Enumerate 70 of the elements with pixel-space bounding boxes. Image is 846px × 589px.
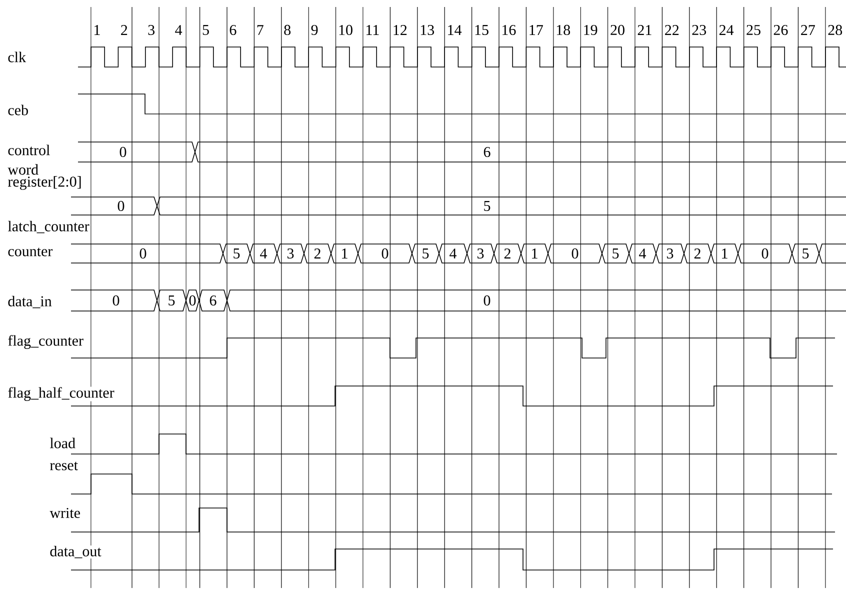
- bus-value: 0: [760, 248, 770, 259]
- bus-value: 0: [118, 146, 128, 158]
- bus-value: 5: [801, 248, 810, 259]
- cycle-number: 19: [582, 24, 598, 36]
- signal-name: reset: [49, 461, 78, 471]
- bus-value: 5: [167, 295, 176, 306]
- bus-value: 3: [286, 248, 295, 259]
- bus-value: 2: [313, 248, 322, 259]
- bus-value: 1: [340, 248, 349, 259]
- cycle-number: 17: [528, 24, 544, 36]
- signal-name: ceb: [7, 104, 29, 116]
- signal-name: clk: [7, 51, 26, 63]
- bus-value: 1: [720, 248, 729, 259]
- cycle-number: 27: [800, 24, 816, 36]
- bus-value: 0: [138, 248, 148, 259]
- signal-name: control: [7, 144, 50, 156]
- signal-name: word register[2:0]: [7, 164, 81, 190]
- cycle-number: 16: [500, 24, 516, 36]
- cycle-number: 20: [610, 24, 626, 36]
- cycle-number: 7: [256, 24, 264, 36]
- signal-name: counter: [7, 247, 53, 257]
- cycle-number: 14: [446, 24, 462, 36]
- cycle-number: 1: [92, 24, 101, 36]
- signal-name: data_in: [7, 296, 52, 308]
- cycle-number: 8: [283, 24, 292, 36]
- cycle-number: 15: [474, 24, 490, 36]
- bus-value: 3: [666, 248, 674, 259]
- cycle-number: 2: [120, 24, 128, 36]
- cycle-number: 3: [147, 24, 156, 36]
- bus-value: 6: [482, 146, 492, 158]
- signal-name: load: [49, 437, 76, 449]
- bus-value: 0: [116, 200, 126, 212]
- cycle-number: 6: [228, 24, 237, 36]
- bus-value: 4: [638, 248, 647, 259]
- bus-value: 5: [421, 248, 430, 259]
- bus-value: 0: [112, 295, 120, 306]
- bus-value: 0: [482, 295, 492, 306]
- signal-name: latch_counter: [7, 220, 90, 234]
- signal-name: write: [49, 508, 81, 518]
- cycle-number: 24: [718, 24, 734, 36]
- bus-value: 1: [530, 248, 539, 259]
- bus-value: 5: [232, 248, 241, 259]
- bus-value: 4: [448, 248, 458, 259]
- cycle-number: 23: [691, 24, 707, 36]
- bus-value: 2: [693, 248, 702, 259]
- cycle-number: 25: [746, 24, 762, 36]
- cycle-number: 10: [338, 24, 354, 36]
- cycle-number: 11: [364, 24, 380, 36]
- bus-value: 4: [259, 248, 268, 259]
- bus-value: 0: [188, 295, 197, 306]
- bus-value: 2: [503, 248, 512, 259]
- cycle-number: 18: [555, 24, 571, 36]
- cycle-number: 13: [419, 24, 435, 36]
- signal-name: flag_counter: [7, 334, 84, 350]
- bus-value: 5: [611, 248, 620, 259]
- signal-name: flag_half_counter: [7, 386, 115, 402]
- bus-value: 0: [380, 248, 390, 259]
- cycle-number: 22: [664, 24, 680, 36]
- cycle-number: 4: [174, 24, 183, 36]
- bus-value: 3: [476, 248, 485, 259]
- cycle-number: 9: [310, 24, 319, 36]
- cycle-number: 28: [827, 24, 843, 36]
- bus-value: 5: [482, 200, 492, 212]
- cycle-number: 5: [202, 24, 210, 36]
- cycle-number: 21: [636, 24, 652, 36]
- cycle-number: 26: [772, 24, 788, 36]
- bus-value: 0: [570, 248, 580, 259]
- signal-name: data_out: [49, 546, 102, 558]
- bus-value: 6: [208, 295, 218, 306]
- cycle-number: 12: [392, 24, 408, 36]
